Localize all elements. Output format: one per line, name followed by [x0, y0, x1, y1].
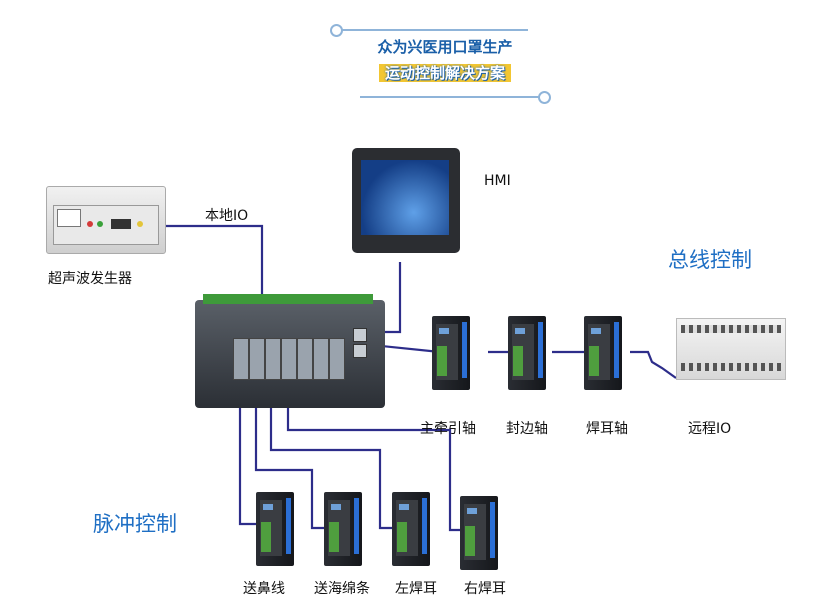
title-top-dot	[330, 24, 343, 37]
controller-port-4	[281, 338, 297, 380]
controller-port-2	[249, 338, 265, 380]
controller-eth-1	[353, 328, 367, 342]
servo-stripe	[462, 322, 467, 378]
servo-main-traction	[432, 316, 470, 390]
motion-controller-device	[195, 294, 385, 408]
servo-stripe	[538, 322, 543, 378]
ultrasonic-button-red	[87, 221, 93, 227]
servo-led	[439, 328, 449, 334]
servo-led	[263, 504, 273, 510]
servo-led	[399, 504, 409, 510]
controller-port-5	[297, 338, 313, 380]
label-pulse-axis-4: 右焊耳	[464, 581, 506, 597]
label-bus-axis-3: 焊耳轴	[586, 421, 628, 437]
servo-stripe	[354, 498, 359, 554]
servo-stripe	[286, 498, 291, 554]
servo-terminal	[589, 346, 599, 376]
label-bus-axis-4: 远程IO	[688, 421, 732, 437]
ultrasonic-button-yellow	[137, 221, 143, 227]
servo-stripe	[422, 498, 427, 554]
hmi-device	[352, 148, 460, 253]
label-bus-axis-1: 主牵引轴	[420, 421, 476, 437]
controller-port-1	[233, 338, 249, 380]
label-local-io: 本地IO	[205, 208, 249, 224]
hmi-screen	[361, 160, 449, 235]
ultrasonic-button-green	[97, 221, 103, 227]
controller-top-terminal	[203, 294, 373, 304]
servo-sponge-strip	[324, 492, 362, 566]
servo-ear-weld	[584, 316, 622, 390]
servo-terminal	[329, 522, 339, 552]
ultrasonic-generator-device	[46, 186, 166, 254]
servo-stripe	[490, 502, 495, 558]
wire-pulse-1	[238, 352, 258, 526]
title-line-2: 运动控制解决方案	[330, 62, 560, 83]
servo-right-ear	[460, 496, 498, 570]
label-ultrasonic: 超声波发生器	[48, 271, 132, 287]
servo-led	[591, 328, 601, 334]
label-pulse-axis-3: 左焊耳	[395, 581, 437, 597]
label-bus-control: 总线控制	[668, 248, 752, 272]
label-pulse-control: 脉冲控制	[93, 512, 177, 536]
servo-led	[467, 508, 477, 514]
label-pulse-axis-2: 送海绵条	[314, 581, 370, 597]
title-line-1: 众为兴医用口罩生产	[377, 38, 513, 56]
label-hmi: HMI	[484, 173, 511, 189]
ultrasonic-display	[111, 219, 131, 229]
remote-io-device	[676, 318, 786, 380]
wire-pulse-3	[269, 350, 398, 530]
remote-io-terminals-top	[681, 325, 781, 333]
servo-terminal	[397, 522, 407, 552]
controller-port-7	[329, 338, 345, 380]
wire-local-io	[164, 224, 264, 312]
servo-terminal	[261, 522, 271, 552]
label-pulse-axis-1: 送鼻线	[243, 581, 285, 597]
servo-stripe	[614, 322, 619, 378]
wire-bus-4	[630, 350, 677, 379]
diagram-title: 众为兴医用口罩生产 运动控制解决方案	[330, 24, 560, 104]
remote-io-terminals-bottom	[681, 363, 781, 371]
controller-eth-2	[353, 344, 367, 358]
title-bottom-line	[360, 96, 540, 98]
servo-nose-wire	[256, 492, 294, 566]
label-bus-axis-2: 封边轴	[506, 421, 548, 437]
title-top-line	[338, 29, 528, 31]
ultrasonic-meter	[57, 209, 81, 227]
controller-port-3	[265, 338, 281, 380]
controller-port-6	[313, 338, 329, 380]
servo-led	[331, 504, 341, 510]
servo-terminal	[465, 526, 475, 556]
servo-left-ear	[392, 492, 430, 566]
servo-terminal	[437, 346, 447, 376]
servo-edge-seal	[508, 316, 546, 390]
servo-led	[515, 328, 525, 334]
title-bottom-dot	[538, 91, 551, 104]
servo-terminal	[513, 346, 523, 376]
wire-pulse-2	[254, 350, 330, 530]
